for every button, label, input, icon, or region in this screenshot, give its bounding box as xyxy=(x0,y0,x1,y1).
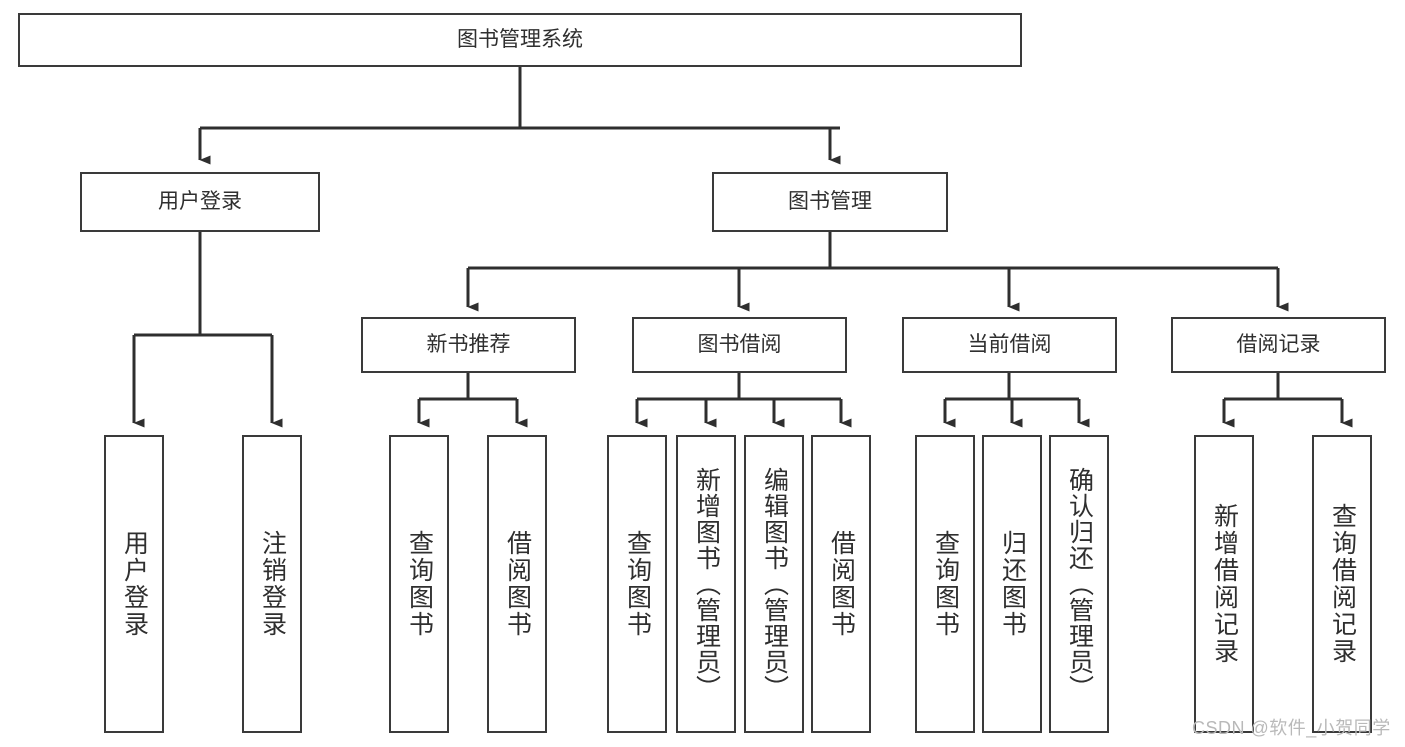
node-label: 编辑图书（管理员） xyxy=(760,467,789,701)
node-current-borrow[interactable]: 当前借阅 xyxy=(902,317,1117,373)
node-label: 注销登录 xyxy=(258,530,287,638)
leaf-book-borrow-query-book[interactable]: 查询图书 xyxy=(607,435,667,733)
node-label: 图书管理系统 xyxy=(457,28,583,52)
node-label: 借阅记录 xyxy=(1236,333,1321,357)
leaf-user-login-logout[interactable]: 注销登录 xyxy=(242,435,302,733)
leaf-borrow-record-add-record[interactable]: 新增借阅记录 xyxy=(1194,435,1254,733)
node-label: 归还图书 xyxy=(998,530,1027,638)
leaf-book-borrow-edit-book-admin[interactable]: 编辑图书（管理员） xyxy=(744,435,804,733)
leaf-borrow-record-query-record[interactable]: 查询借阅记录 xyxy=(1312,435,1372,733)
node-borrow-record[interactable]: 借阅记录 xyxy=(1171,317,1386,373)
leaf-new-book-borrow-book[interactable]: 借阅图书 xyxy=(487,435,547,733)
node-new-book-recommend[interactable]: 新书推荐 xyxy=(361,317,576,373)
node-book-borrow[interactable]: 图书借阅 xyxy=(632,317,847,373)
leaf-current-borrow-confirm-return-admin[interactable]: 确认归还（管理员） xyxy=(1049,435,1109,733)
node-user-login[interactable]: 用户登录 xyxy=(80,172,320,232)
node-label: 新增图书（管理员） xyxy=(692,467,721,701)
node-label: 借阅图书 xyxy=(503,530,532,638)
node-label: 图书借阅 xyxy=(697,333,782,357)
leaf-user-login-login[interactable]: 用户登录 xyxy=(104,435,164,733)
node-root-system[interactable]: 图书管理系统 xyxy=(18,13,1022,67)
node-label: 新书推荐 xyxy=(426,333,511,357)
leaf-current-borrow-return-book[interactable]: 归还图书 xyxy=(982,435,1042,733)
node-label: 新增借阅记录 xyxy=(1210,503,1239,665)
node-label: 查询借阅记录 xyxy=(1328,503,1357,665)
csdn-watermark: CSDN @软件_小贺同学 xyxy=(1192,718,1391,738)
node-label: 借阅图书 xyxy=(827,530,856,638)
node-label: 用户登录 xyxy=(158,190,242,214)
leaf-current-borrow-query-book[interactable]: 查询图书 xyxy=(915,435,975,733)
node-label: 查询图书 xyxy=(623,530,652,638)
node-label: 当前借阅 xyxy=(967,333,1052,357)
node-label: 查询图书 xyxy=(405,530,434,638)
leaf-book-borrow-borrow-book[interactable]: 借阅图书 xyxy=(811,435,871,733)
node-label: 图书管理 xyxy=(788,190,872,214)
node-label: 确认归还（管理员） xyxy=(1065,467,1094,701)
node-label: 用户登录 xyxy=(120,530,149,638)
node-book-management[interactable]: 图书管理 xyxy=(712,172,948,232)
node-label: 查询图书 xyxy=(931,530,960,638)
leaf-new-book-query-book[interactable]: 查询图书 xyxy=(389,435,449,733)
leaf-book-borrow-add-book-admin[interactable]: 新增图书（管理员） xyxy=(676,435,736,733)
